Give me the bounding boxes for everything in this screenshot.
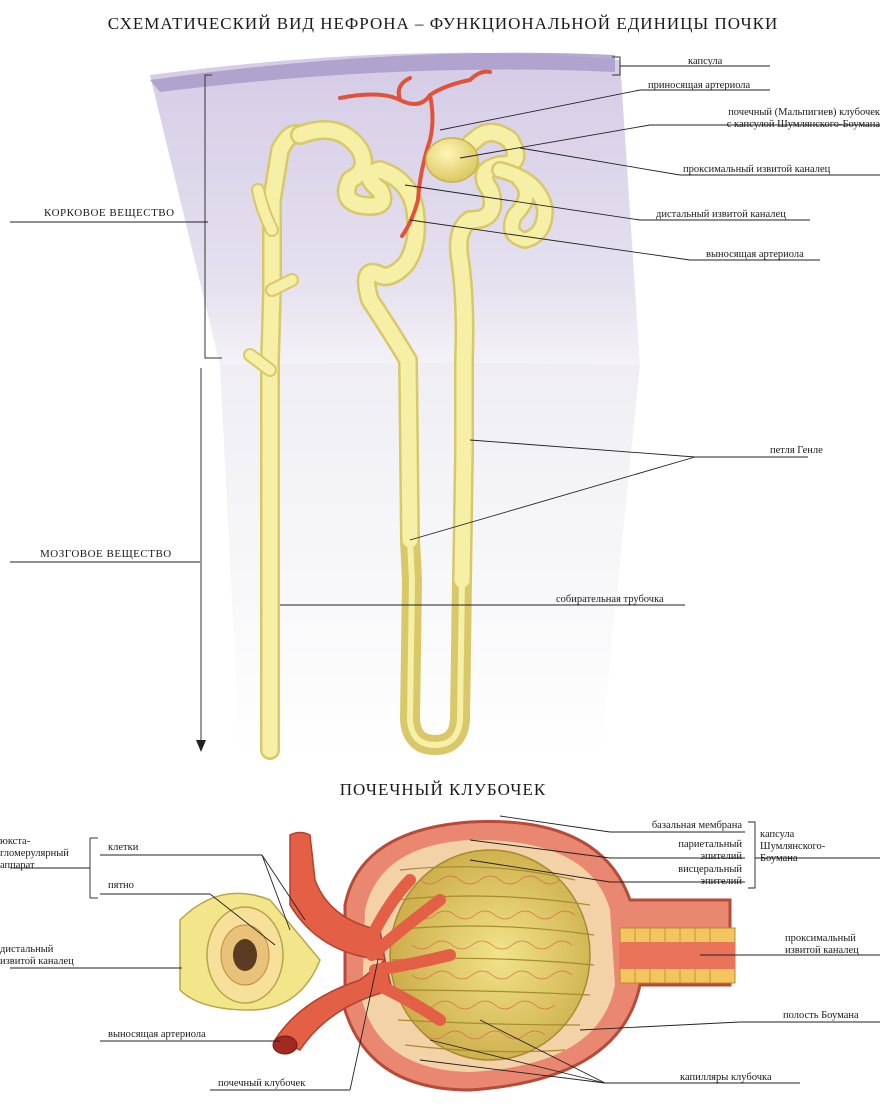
label-bowman: полость Боумана (783, 1010, 859, 1022)
label-proximal-line2: извитой каналец (785, 945, 859, 957)
label-jga-line1: юкста- (0, 836, 30, 848)
label-parietal-line1: париетальный (600, 839, 742, 851)
label-collecting: собирательная трубочка (556, 594, 664, 606)
label-jga-line3: аппарат (0, 860, 35, 872)
label-efferent: выносящая артериола (706, 249, 804, 261)
label-basal: базальная мембрана (600, 820, 742, 832)
label-cells: клетки (108, 842, 138, 854)
label-jga-line2: гломерулярный (0, 848, 69, 860)
label-capsule-line2: Шумлянского- (760, 841, 825, 853)
efferent-opening (273, 1036, 297, 1054)
label-capsule-line1: капсула (760, 829, 794, 841)
label-efferent-bottom: выносящая артериола (108, 1029, 206, 1041)
label-cortex: КОРКОВОЕ ВЕЩЕСТВО (44, 207, 175, 219)
label-glomerulus-bottom: почечный клубочек (218, 1078, 305, 1090)
label-visceral-line2: эпителий (600, 876, 742, 888)
label-capsule-line3: Боумана (760, 853, 798, 865)
label-capsule: капсула (688, 56, 722, 68)
glomerulus-top (426, 138, 478, 182)
label-distal-line2: извитой каналец (0, 956, 74, 968)
label-parietal-line2: эпителий (600, 851, 742, 863)
title-bottom: ПОЧЕЧНЫЙ КЛУБОЧЕК (0, 780, 886, 800)
label-distal: дистальный извитой каналец (656, 209, 786, 221)
label-capillaries: капилляры клубочка (680, 1072, 772, 1084)
label-proximal-line1: проксимальный (785, 933, 856, 945)
label-medulla: МОЗГОВОЕ ВЕЩЕСТВО (40, 548, 172, 560)
label-proximal: проксимальный извитой каналец (683, 164, 830, 176)
label-visceral-line1: висцеральный (600, 864, 742, 876)
glomerulus-tuft (390, 850, 590, 1060)
label-henle: петля Генле (770, 445, 823, 457)
label-afferent: приносящая артериола (648, 80, 750, 92)
label-glomerulus-line1: почечный (Мальпигиев) клубочек (650, 107, 880, 119)
label-spot: пятно (108, 880, 134, 892)
label-distal-line1: дистальный (0, 944, 53, 956)
medulla-region (220, 363, 640, 761)
proximal-tubule-bottom (620, 928, 735, 983)
label-glomerulus-line2: с капсулой Шумлянского-Боумана (650, 119, 880, 131)
medulla-arrowhead (196, 740, 206, 752)
